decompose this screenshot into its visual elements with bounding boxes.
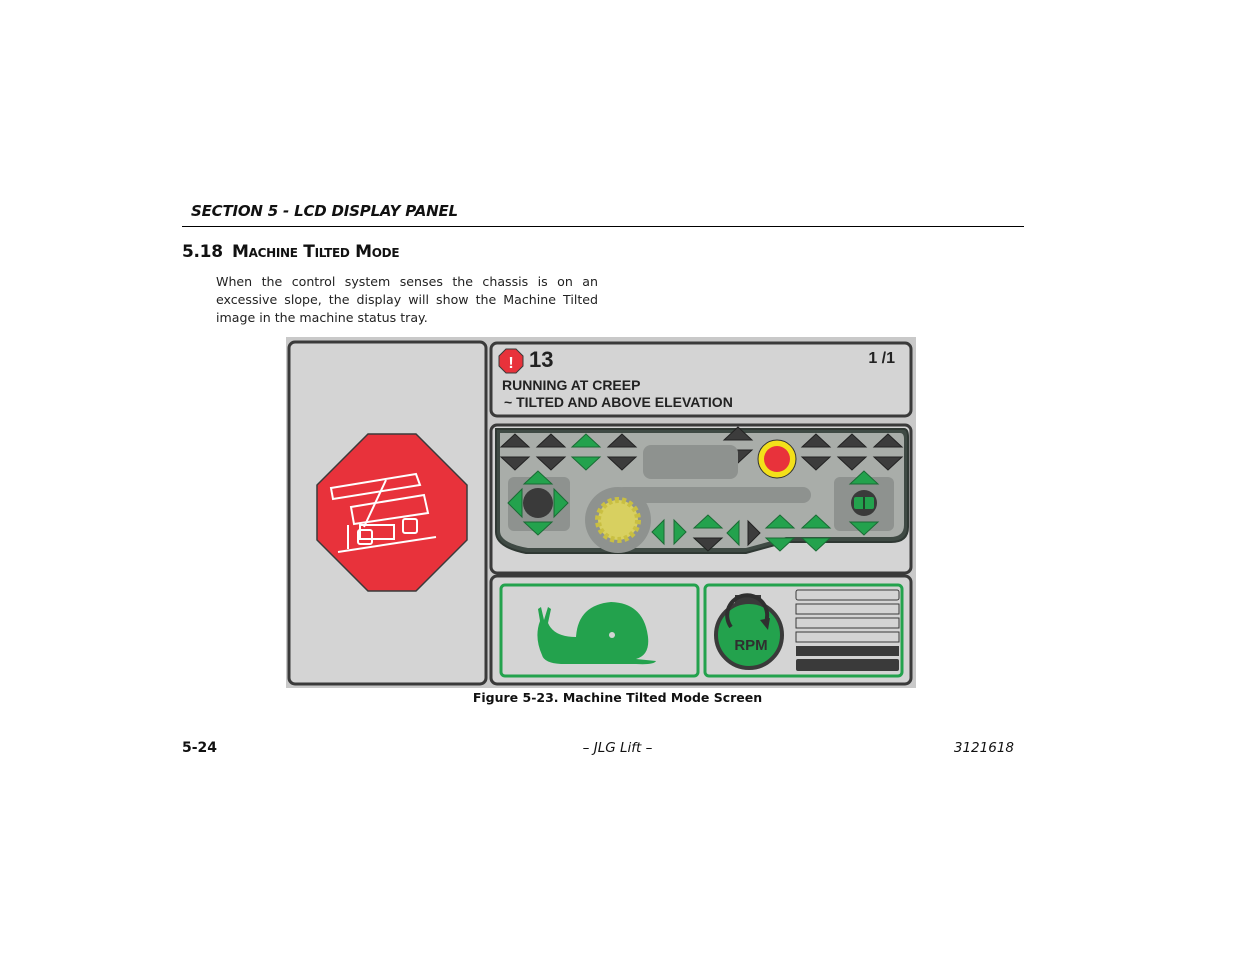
- rpm-label: RPM: [734, 637, 767, 654]
- section-title: 5.18 Machine Tilted Mode: [182, 242, 400, 262]
- tilted-machine-icon: [316, 433, 468, 592]
- svg-text:!: !: [508, 355, 513, 372]
- page-indicator: 1 /1: [868, 350, 895, 367]
- green-arrow-icon: [651, 518, 665, 546]
- footer-brand: – JLG Lift –: [582, 740, 653, 756]
- header-rule: [182, 226, 1024, 227]
- document-number: 3121618: [953, 740, 1014, 756]
- snail-icon: [537, 602, 656, 665]
- section-header: SECTION 5 - LCD DISPLAY PANEL: [191, 202, 458, 220]
- section-number: 5.18: [182, 242, 223, 262]
- lcd-screen-figure: ! 13 1 /1 RUNNING AT CREEP ~ TILTED AND …: [286, 337, 916, 688]
- rpm-icon: RPM: [714, 593, 784, 670]
- figure-caption: Figure 5-23. Machine Tilted Mode Screen: [472, 690, 763, 705]
- fault-code: 13: [529, 347, 553, 372]
- message-line-2: ~ TILTED AND ABOVE ELEVATION: [504, 394, 733, 410]
- message-line-1: RUNNING AT CREEP: [502, 377, 640, 393]
- speed-dial-icon: [595, 497, 641, 543]
- section-title-text: Machine Tilted Mode: [232, 242, 400, 262]
- body-paragraph: When the control system senses the chass…: [216, 274, 598, 325]
- e-stop-icon: [757, 439, 797, 479]
- joystick-icon: [523, 488, 553, 518]
- alert-icon: !: [498, 348, 524, 374]
- fault-message-box: [489, 341, 913, 418]
- page-number: 5-24: [182, 740, 218, 756]
- rpm-bar-gauge: [795, 589, 900, 671]
